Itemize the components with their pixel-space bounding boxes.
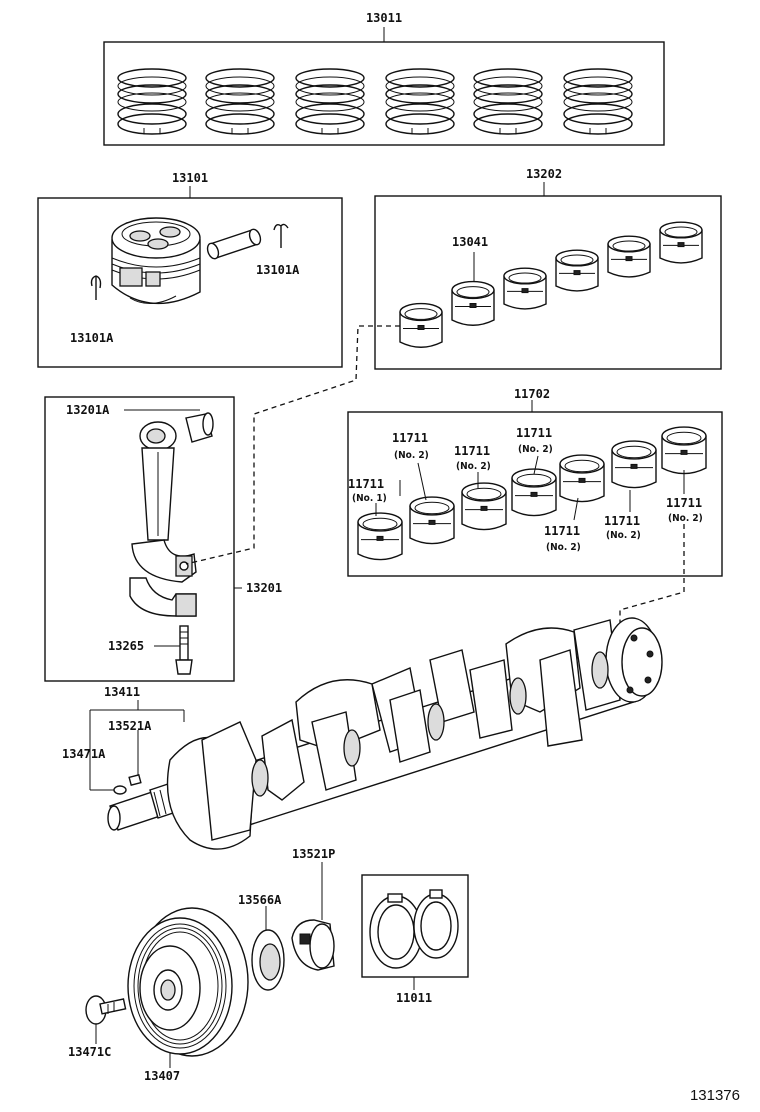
crankshaft-label: 13411	[104, 685, 140, 699]
main-bearing-2-qualifier: (No. 2)	[394, 450, 429, 461]
piston-ring-set-label: 13011	[366, 11, 402, 25]
main-bearing-3-qualifier: (No. 2)	[456, 461, 491, 472]
conrod-bearing-set[interactable]	[374, 182, 722, 370]
main-bearing-7-qualifier: (No. 2)	[668, 513, 703, 524]
bushing-label: 13201A	[66, 403, 110, 417]
pulley-washer-label: 13566A	[238, 893, 282, 907]
main-bearing-set[interactable]	[347, 400, 723, 577]
main-bearing-leader-4	[533, 455, 539, 475]
piston-ring-4	[385, 68, 455, 135]
piston-ring-3	[295, 68, 365, 135]
main-bearing-box	[347, 411, 723, 577]
key-label: 13521A	[108, 719, 152, 733]
conrod-bearing-label: 13202	[526, 167, 562, 181]
piston-label: 13101	[172, 171, 208, 185]
main-bearing-5-qualifier: (No. 2)	[546, 542, 581, 553]
conrod-bearing-1	[399, 302, 443, 348]
conrod-label: 13201	[246, 581, 282, 595]
piston-ring-set[interactable]	[103, 27, 665, 146]
thrust-washer-drawing	[369, 889, 459, 969]
pulley-washer[interactable]	[251, 906, 285, 991]
piston-drawing	[111, 217, 201, 305]
crankshaft-pulley[interactable]	[127, 907, 249, 1068]
conrod-bearing-drawings	[399, 221, 703, 348]
main-bearing-5-label: 11711	[544, 524, 580, 538]
main-bearing-1-qualifier: (No. 1)	[352, 493, 387, 504]
main-bearing-7-label: 11711	[666, 496, 702, 510]
piston-ring-2	[205, 68, 275, 135]
main-bearing-2-label: 11711	[392, 431, 428, 445]
pulley-key-face	[309, 923, 335, 969]
crankshaft-bracket	[89, 709, 185, 790]
main-bearing-1-label: 11711	[348, 477, 384, 491]
piston-pin-drawing	[206, 228, 262, 260]
conrod-bearing-4	[555, 249, 599, 292]
pulley-key-notch	[299, 933, 311, 945]
main-bearing-6	[611, 440, 657, 489]
conrod-bearing-3	[503, 267, 547, 310]
main-bearing-leader-2	[417, 462, 427, 501]
piston-ring-drawings	[117, 68, 633, 135]
plug-label: 13471A	[62, 747, 106, 761]
conrod-drawing	[129, 412, 214, 675]
main-bearing-5	[559, 454, 605, 503]
bolt-label: 13265	[108, 639, 144, 653]
thrust-washer-set[interactable]	[361, 874, 469, 990]
crankshaft[interactable]	[89, 617, 663, 850]
conrod-bearing-6	[659, 221, 703, 264]
pulley-bolt[interactable]	[85, 995, 127, 1044]
piston-ring-1	[117, 68, 187, 135]
pulley-bolt-label: 13471C	[68, 1045, 111, 1059]
conrod-sub-assy[interactable]	[44, 396, 242, 682]
pulley-washer-hole	[259, 943, 281, 981]
crankshaft-pulley-label: 13407	[144, 1069, 180, 1083]
piston-ring-5	[473, 68, 543, 135]
piston-ring-6	[563, 68, 633, 135]
main-bearing-2	[409, 496, 455, 545]
main-bearing-3	[461, 482, 507, 531]
main-bearing-4-qualifier: (No. 2)	[518, 444, 553, 455]
main-bearing-4	[511, 468, 557, 517]
thrust-washer-box	[361, 874, 469, 978]
snap-ring-left-label: 13101A	[70, 331, 114, 345]
main-bearing-6-label: 11711	[604, 514, 640, 528]
crankshaft-pulley-drawing	[127, 907, 249, 1057]
crankshaft-drawing	[107, 617, 663, 850]
main-bearing-drawings	[357, 426, 707, 561]
main-bearing-1	[357, 512, 403, 561]
main-bearing-7	[661, 426, 707, 475]
conrod-bearing-box	[374, 195, 722, 370]
main-bearing-6-qualifier: (No. 2)	[606, 530, 641, 541]
snap-ring-right-drawing	[273, 223, 289, 248]
conrod-box	[44, 396, 235, 682]
figure-number: 131376	[690, 1087, 740, 1104]
thrust-washer-label: 11011	[396, 991, 432, 1005]
main-bearing-leader-5	[573, 497, 579, 521]
piston-sub-assy[interactable]	[37, 186, 343, 368]
pulley-bolt-drawing	[85, 995, 127, 1025]
main-bearing-label: 11702	[514, 387, 550, 401]
main-bearing-3-label: 11711	[454, 444, 490, 458]
bearing-13041-label: 13041	[452, 235, 488, 249]
snap-ring-right-label: 13101A	[256, 263, 300, 277]
conrod-bearing-5	[607, 235, 651, 278]
pulley-key-label: 13521P	[292, 847, 335, 861]
snap-ring-left-drawing	[90, 275, 102, 300]
conrod-bearing-2	[451, 280, 495, 326]
main-bearing-4-label: 11711	[516, 426, 552, 440]
pulley-key[interactable]	[291, 862, 335, 971]
